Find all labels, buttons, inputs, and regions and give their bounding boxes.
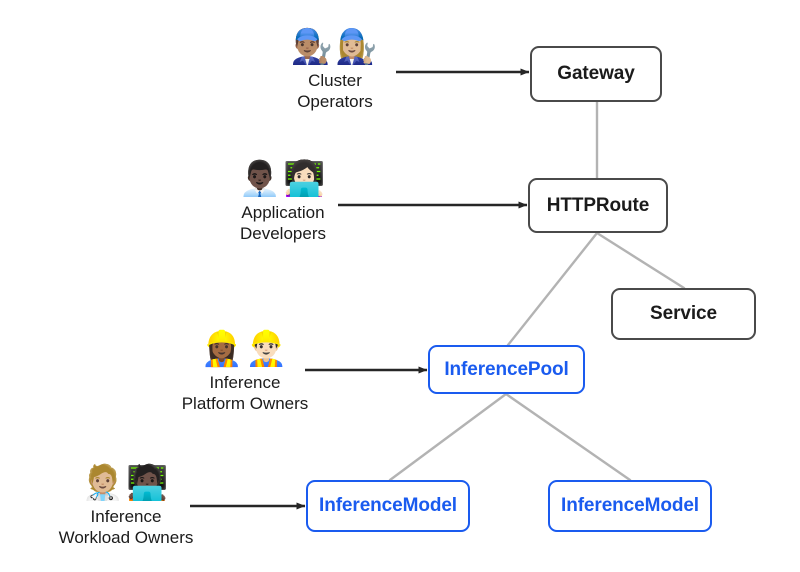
persona-cluster-operators-label: Cluster Operators [297, 71, 373, 111]
edge-inferencepool-inferencemodel-2 [504, 392, 632, 482]
persona-cluster-operators: 👨🏽‍🔧👩🏼‍🔧 Cluster Operators [265, 26, 405, 112]
persona-inference-platform-owners-label: Inference Platform Owners [181, 373, 309, 413]
persona-inference-workload-owners-label: Inference Workload Owners [58, 507, 194, 547]
node-httproute[interactable]: HTTPRoute [528, 178, 668, 233]
edge-httproute-inferencepool [506, 231, 599, 347]
persona-inference-platform-owners: 👷🏾‍♀️👷🏻‍♂️ Inference Platform Owners [160, 328, 330, 414]
node-inferencepool-label: InferencePool [444, 358, 569, 380]
node-gateway-label: Gateway [557, 63, 635, 84]
persona-application-developers: 👨🏿‍💼👩🏻‍💻 Application Developers [208, 158, 358, 244]
persona-inference-workload-owners: 🧑🏼‍⚕️🧑🏿‍💻 Inference Workload Owners [36, 462, 216, 548]
health-worker-technologist-pair-icon: 🧑🏼‍⚕️🧑🏿‍💻 [81, 463, 171, 503]
node-service[interactable]: Service [611, 288, 756, 340]
node-gateway[interactable]: Gateway [530, 46, 662, 102]
edge-httproute-service [595, 231, 686, 290]
persona-application-developers-label: Application Developers [240, 203, 326, 243]
mechanic-pair-icon: 👨🏽‍🔧👩🏼‍🔧 [290, 27, 380, 67]
node-inferencemodel-1[interactable]: InferenceModel [306, 480, 470, 532]
node-inferencemodel-2-label: InferenceModel [561, 495, 699, 516]
node-httproute-label: HTTPRoute [546, 194, 650, 216]
construction-worker-pair-icon: 👷🏾‍♀️👷🏻‍♂️ [200, 329, 290, 369]
node-inferencemodel-1-label: InferenceModel [319, 495, 457, 516]
node-service-label: Service [650, 303, 717, 324]
office-worker-technologist-pair-icon: 👨🏿‍💼👩🏻‍💻 [238, 159, 328, 199]
node-inferencepool[interactable]: InferencePool [428, 345, 585, 394]
edge-inferencepool-inferencemodel-1 [388, 392, 508, 482]
node-inferencemodel-2[interactable]: InferenceModel [548, 480, 712, 532]
